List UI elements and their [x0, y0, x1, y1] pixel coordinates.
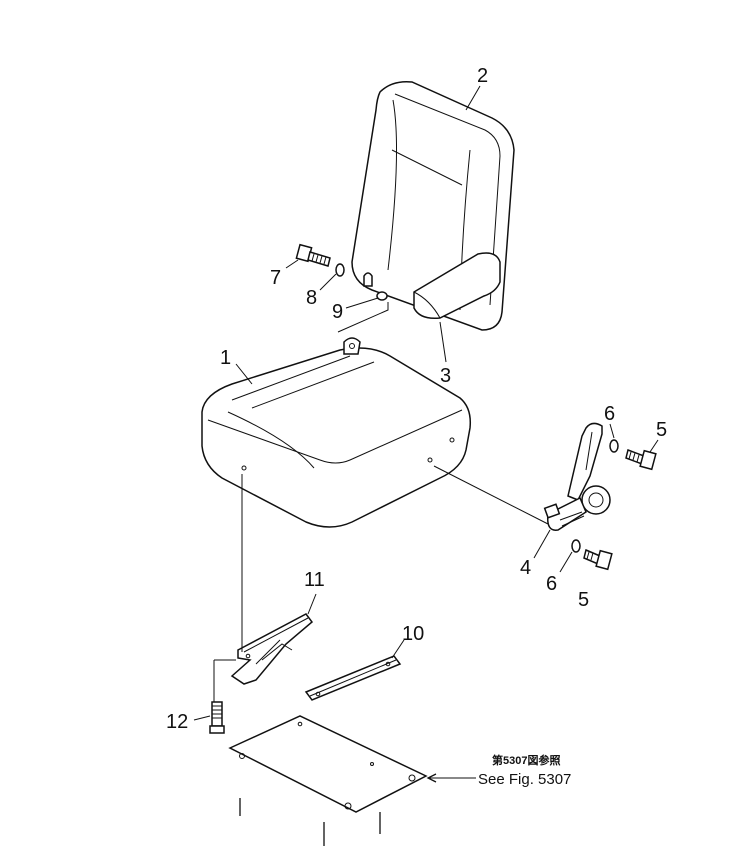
figure-reference: 第5307図参照 See Fig. 5307 [478, 753, 571, 788]
callout-5-lower: 5 [578, 589, 589, 611]
callout-11: 11 [304, 569, 325, 591]
callout-6-lower: 6 [546, 573, 557, 595]
bolt-5-lower [583, 548, 613, 571]
leader-lines [193, 85, 659, 783]
callout-6-upper: 6 [604, 403, 615, 425]
lever-hardware [571, 439, 657, 571]
reference-english: See Fig. 5307 [478, 771, 571, 788]
washer-6-upper [609, 439, 619, 453]
callout-3: 3 [440, 365, 451, 387]
armrest [413, 252, 501, 320]
callout-9: 9 [332, 301, 343, 323]
washer-9 [376, 291, 388, 301]
back-hardware [295, 243, 389, 333]
callout-1: 1 [220, 347, 231, 369]
callout-10: 10 [402, 623, 424, 645]
slide-rail-11 [230, 613, 314, 685]
bolt-12 [209, 701, 225, 734]
callout-2: 2 [477, 65, 488, 87]
callout-labels: 1 2 3 4 5 5 6 6 7 8 9 10 11 12 [166, 65, 667, 733]
seat-cushion [201, 337, 472, 528]
callout-12: 12 [166, 711, 188, 733]
base-plate [228, 715, 428, 846]
callout-7: 7 [270, 267, 281, 289]
washer-8 [335, 263, 345, 277]
callout-5-upper: 5 [656, 419, 667, 441]
bolt-5-upper [625, 449, 657, 471]
bolt-7 [295, 243, 331, 267]
washer-6-lower [571, 539, 581, 553]
recline-lever [543, 422, 611, 531]
slide-rail-10 [304, 655, 402, 701]
callout-4: 4 [520, 557, 531, 579]
reference-japanese: 第5307図参照 [492, 753, 560, 767]
callout-8: 8 [306, 287, 317, 309]
assembly-lines [213, 465, 549, 702]
